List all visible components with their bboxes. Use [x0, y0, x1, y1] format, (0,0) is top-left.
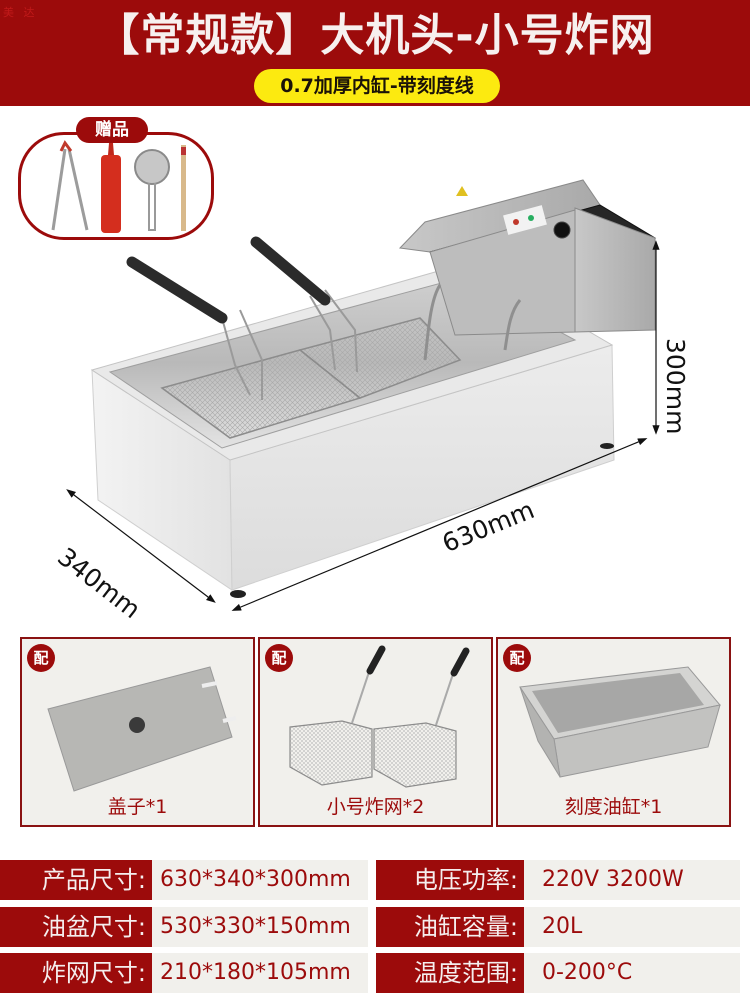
- tongs-icon: [51, 140, 89, 231]
- spec-value: 630*340*300mm: [152, 860, 368, 900]
- spec-key: 油盆尺寸:: [0, 907, 152, 947]
- accessory-card-basket: 配 小号炸网*2: [258, 637, 493, 827]
- watermark: 美 达: [3, 6, 38, 19]
- accessory-caption: 盖子*1: [107, 796, 168, 818]
- page-title: 【常规款】大机头-小号炸网: [95, 10, 655, 61]
- fry-basket-icon: [289, 645, 470, 788]
- spec-key: 产品尺寸:: [0, 860, 152, 900]
- spec-value: 0-200°C: [524, 953, 740, 993]
- spec-key: 电压功率:: [376, 860, 524, 900]
- spec-key: 炸网尺寸:: [0, 953, 152, 993]
- thermometer-icon: [181, 145, 186, 231]
- sauce-bottle-icon: [101, 143, 121, 233]
- spec-value: 20L: [524, 907, 740, 947]
- header-banner: 美 达 【常规款】大机头-小号炸网 0.7加厚内缸-带刻度线: [0, 0, 750, 106]
- accessory-caption: 刻度油缸*1: [564, 796, 663, 818]
- gift-label: 赠品: [76, 117, 148, 143]
- spec-key: 温度范围:: [376, 953, 524, 993]
- oil-tank-icon: [519, 666, 721, 778]
- spec-value: 220V 3200W: [524, 860, 740, 900]
- lid-icon: [47, 666, 237, 792]
- accessory-caption: 小号炸网*2: [326, 796, 425, 818]
- dimension-height: 300mm: [661, 338, 690, 435]
- fryer-illustration: [66, 179, 660, 611]
- spec-value: 530*330*150mm: [152, 907, 368, 947]
- strainer-icon: [134, 149, 170, 231]
- gift-box: [18, 132, 214, 240]
- product-image: 300mm 630mm 340mm: [0, 110, 750, 630]
- accessory-card-lid: 配 盖子*1: [20, 637, 255, 827]
- subtitle-badge: 0.7加厚内缸-带刻度线: [254, 69, 500, 103]
- spec-key: 油缸容量:: [376, 907, 524, 947]
- accessory-badge: 配: [503, 644, 531, 672]
- accessory-card-tank: 配 刻度油缸*1: [496, 637, 731, 827]
- accessory-badge: 配: [27, 644, 55, 672]
- spec-value: 210*180*105mm: [152, 953, 368, 993]
- accessory-badge: 配: [265, 644, 293, 672]
